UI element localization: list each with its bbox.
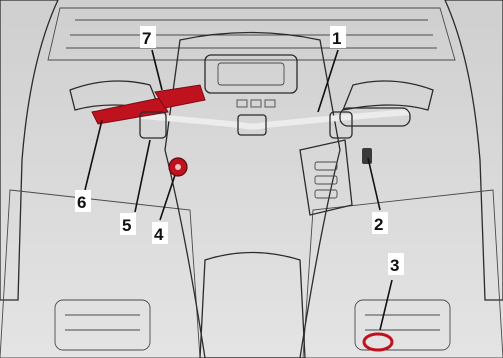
callout-4: 4 <box>154 225 164 244</box>
cable-connector <box>362 148 372 164</box>
callout-3: 3 <box>390 256 399 275</box>
callout-5: 5 <box>122 216 131 235</box>
callout-2: 2 <box>374 215 383 234</box>
callout-6: 6 <box>77 193 86 212</box>
callout-1: 1 <box>332 29 341 48</box>
callout-7: 7 <box>142 29 151 48</box>
